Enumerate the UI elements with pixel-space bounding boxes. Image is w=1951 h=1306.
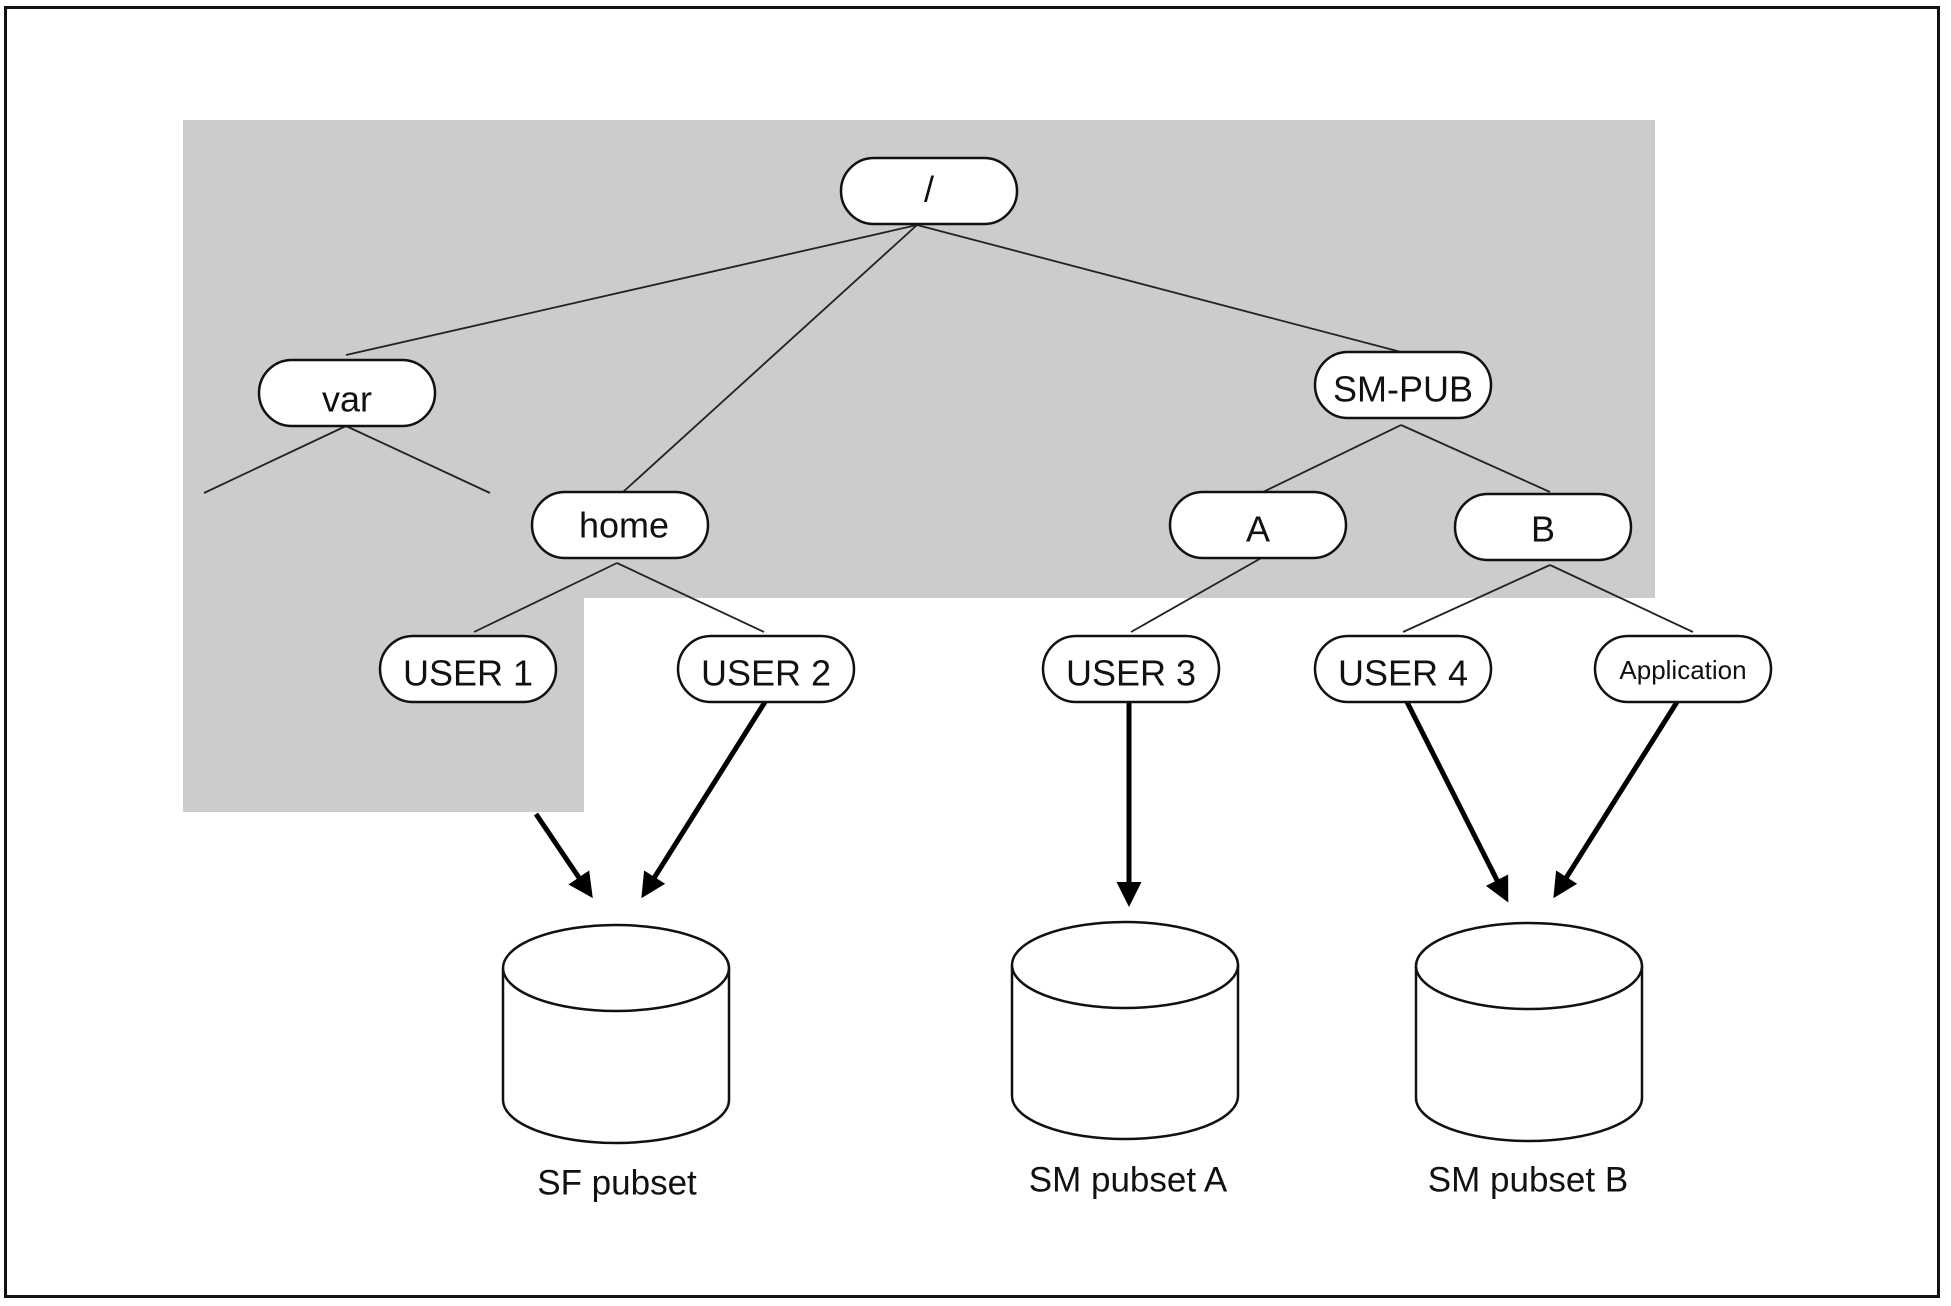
node-application-label: Application [1619, 655, 1746, 685]
arrow-user4-smb [1404, 700, 1509, 903]
cylinder-sm-pubset-a: SM pubset A [1010, 920, 1240, 1200]
node-b-label: B [1531, 509, 1555, 550]
node-b: B [1453, 492, 1633, 562]
caption-sm-pubset-a: SM pubset A [1029, 1161, 1228, 1200]
tree-edges [203, 224, 1694, 633]
edge-var-left [203, 425, 347, 494]
edge-home-user2 [616, 562, 765, 633]
edge-root-home [622, 224, 918, 493]
edge-b-application [1549, 564, 1694, 633]
edge-root-var [345, 224, 918, 356]
node-user1-label: USER 1 [403, 653, 533, 694]
pubset-arrows [533, 700, 1680, 907]
node-user4: USER 4 [1313, 634, 1493, 704]
arrow-application-smb [1553, 700, 1680, 899]
node-a-label: A [1246, 509, 1270, 550]
edge-smpub-b [1400, 424, 1551, 493]
node-var-label: var [322, 379, 372, 420]
node-user3-label: USER 3 [1066, 653, 1196, 694]
node-application: Application [1593, 634, 1773, 704]
node-smpub-label: SM-PUB [1333, 369, 1473, 410]
node-user3: USER 3 [1041, 634, 1221, 704]
edge-b-user4 [1402, 564, 1551, 633]
edge-smpub-a [1262, 424, 1402, 493]
cylinder-sm-pubset-b: SM pubset B [1414, 921, 1644, 1200]
arrow-user1-sf [533, 812, 593, 899]
node-root-label: / [924, 169, 934, 210]
arrow-user2-sf [641, 700, 768, 899]
edge-a-user3 [1130, 556, 1264, 633]
edge-var-right [345, 425, 491, 494]
shaded-region [183, 120, 1655, 812]
node-home: home [530, 490, 710, 560]
node-user2-label: USER 2 [701, 653, 831, 694]
cylinder-sf-pubset: SF pubset [501, 923, 731, 1203]
node-user4-label: USER 4 [1338, 653, 1468, 694]
node-root: / [839, 156, 1019, 226]
node-user2: USER 2 [676, 634, 856, 704]
caption-sf-pubset: SF pubset [537, 1164, 697, 1203]
node-smpub: SM-PUB [1313, 350, 1493, 420]
node-home-label: home [579, 505, 669, 546]
node-a: A [1168, 490, 1348, 560]
node-user1: USER 1 [378, 634, 558, 704]
node-var: var [257, 358, 437, 428]
caption-sm-pubset-b: SM pubset B [1428, 1161, 1628, 1200]
edge-home-user1 [473, 562, 618, 633]
edge-root-smpub [916, 224, 1402, 353]
